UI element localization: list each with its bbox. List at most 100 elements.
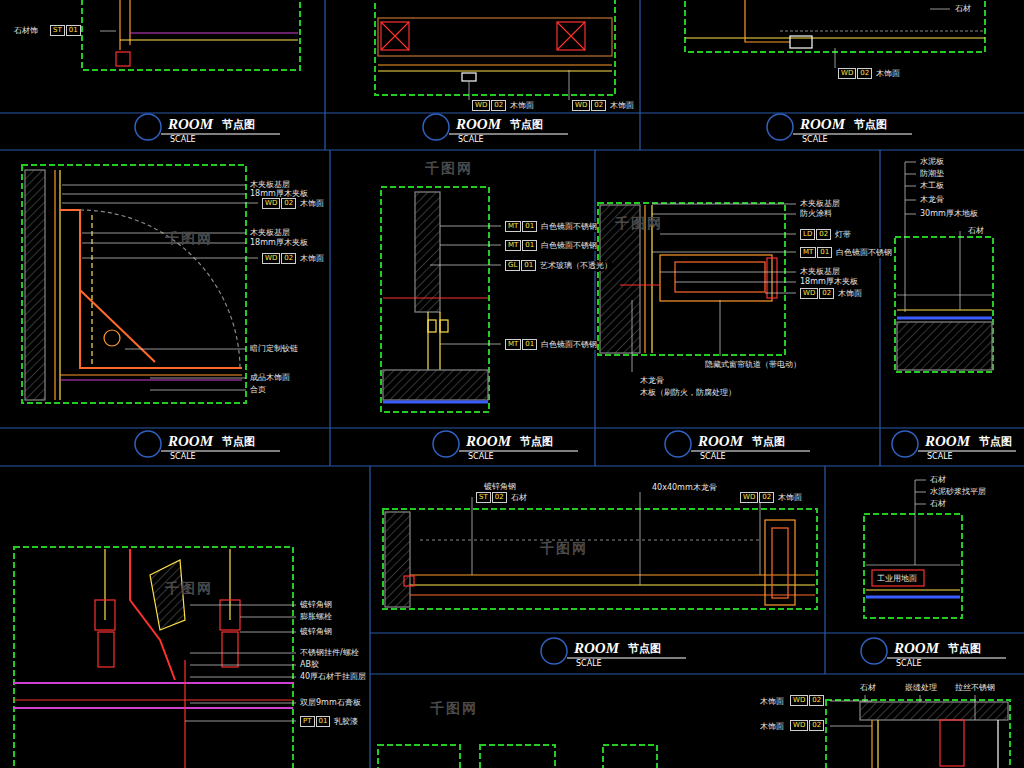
leader-line: [240, 632, 296, 633]
scale-label: SCALE: [700, 452, 726, 462]
annotation: 30mm厚木地板: [920, 209, 978, 219]
detail-drawing: [997, 720, 998, 768]
title-symbol: [665, 431, 691, 457]
detail-drawing: [897, 309, 992, 310]
annotation: 木夹板基层: [800, 267, 840, 277]
detail-drawing: [897, 294, 992, 295]
material-number: 02: [491, 100, 506, 111]
leader-line: [82, 233, 246, 234]
watermark: 千图网: [430, 700, 478, 716]
leader-line: [190, 653, 296, 654]
material-code: WD: [800, 288, 818, 299]
detail-drawing: [383, 297, 488, 298]
annotation: 水泥砂浆找平层: [930, 487, 986, 497]
detail-frame: [14, 0, 1010, 768]
title-symbol: [767, 114, 793, 140]
room-title: ROOM: [698, 433, 743, 449]
material-code: ST: [50, 25, 65, 36]
leader-line: [100, 31, 116, 32]
material-name: 木饰面: [300, 199, 324, 209]
detail-drawing: [104, 549, 105, 620]
annotation: 18mm厚木夹板: [250, 238, 308, 248]
scale-label: SCALE: [170, 135, 196, 145]
detail-drawing: [222, 632, 238, 667]
detail-drawing: [95, 600, 115, 630]
room-title: ROOM: [456, 116, 501, 132]
leader-line: [569, 70, 570, 100]
detail-frame: [383, 509, 817, 609]
leader-line: [240, 617, 296, 618]
annotation: 木夹板基层: [800, 199, 840, 209]
title-symbol: [161, 134, 280, 135]
annotation: 石材: [955, 4, 971, 14]
detail-drawing: [14, 707, 293, 709]
detail-frame: [22, 165, 246, 403]
detail-drawing: [60, 374, 242, 375]
title-symbol: [449, 134, 568, 135]
scale-label: SCALE: [468, 452, 494, 462]
leader-line: [905, 214, 916, 215]
leader-line: [720, 300, 721, 356]
detail-drawing: [220, 600, 240, 630]
leader-line: [440, 245, 501, 246]
title-symbol: [135, 114, 1016, 664]
leader-line: [640, 492, 641, 585]
detail-drawing: [104, 330, 120, 346]
detail-frame: [864, 514, 962, 618]
title-text: 节点图: [948, 642, 981, 655]
detail-frame: [603, 745, 657, 768]
watermark: 千图网: [615, 215, 663, 231]
leader-line: [960, 231, 961, 310]
detail-drawing: [660, 255, 772, 301]
title-text: 节点图: [222, 118, 255, 131]
material-code: MT: [800, 247, 816, 258]
leader-line: [920, 695, 921, 702]
material-name: 木饰面: [510, 101, 534, 111]
material-number: 01: [316, 716, 331, 727]
title-symbol: [161, 451, 280, 452]
detail-drawing: [59, 170, 60, 400]
leader-line: [830, 701, 872, 702]
annotation: 木饰面: [760, 697, 784, 707]
room-title: ROOM: [894, 640, 939, 656]
detail-frame: [82, 0, 300, 70]
title-text: 节点图: [854, 118, 887, 131]
sheet-grid: [370, 632, 1024, 633]
material-number: 01: [522, 240, 537, 251]
title-text: 节点图: [752, 435, 785, 448]
material-name: 木饰面: [838, 289, 862, 299]
annotation: 石材: [930, 475, 946, 485]
leader-line: [915, 492, 926, 493]
detail-drawing: [420, 539, 760, 540]
material-name: 白色镜面不锈钢: [836, 248, 892, 258]
detail-drawing: [872, 570, 924, 586]
watermark: 千图网: [425, 160, 473, 176]
detail-drawing: [765, 520, 795, 605]
detail-drawing: [462, 73, 476, 81]
material-name: 木饰面: [876, 69, 900, 79]
leader-line: [830, 726, 872, 727]
detail-drawing: [14, 682, 293, 684]
leader-line: [440, 344, 501, 345]
annotation: 拉丝不锈钢: [955, 683, 995, 693]
detail-frame: [895, 237, 993, 372]
leader-line: [82, 258, 258, 259]
title-symbol: [887, 658, 1006, 659]
material-number: 02: [809, 720, 824, 731]
detail-drawing: [25, 170, 45, 400]
detail-frame: [14, 547, 293, 768]
detail-drawing: [780, 30, 985, 31]
material-code: WD: [572, 100, 590, 111]
annotation: 木龙骨: [640, 376, 664, 386]
sheet-grid: [329, 150, 330, 466]
detail-drawing: [745, 0, 790, 42]
material-number: 01: [817, 247, 832, 258]
detail-drawing: [60, 379, 242, 380]
title-symbol: [691, 451, 810, 452]
leader-line: [905, 186, 916, 187]
annotation: 石材: [860, 683, 876, 693]
detail-drawing: [685, 37, 985, 38]
title-symbol: [541, 638, 567, 664]
material-number: 01: [522, 339, 537, 350]
